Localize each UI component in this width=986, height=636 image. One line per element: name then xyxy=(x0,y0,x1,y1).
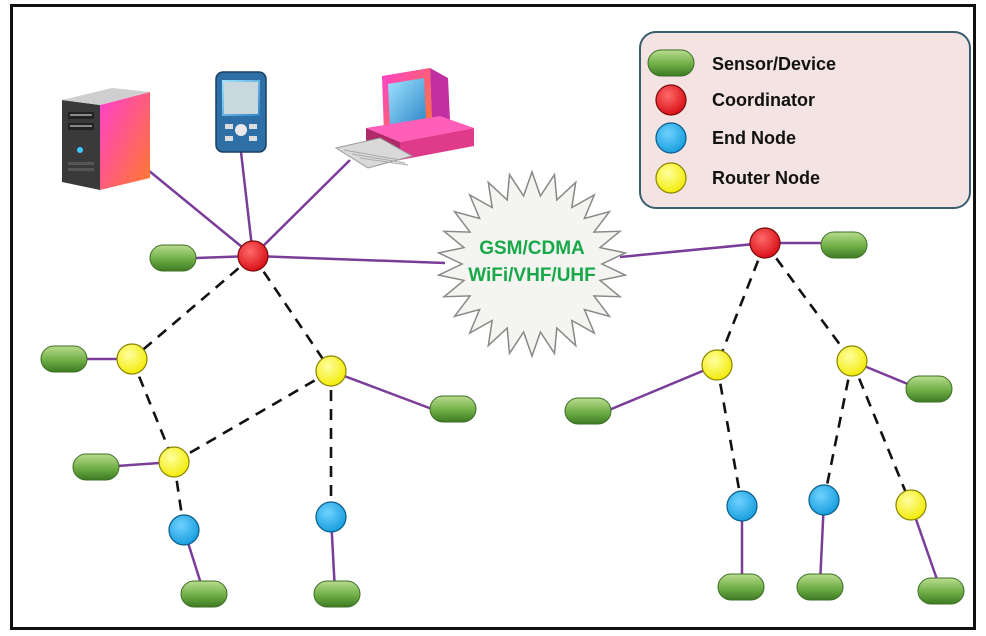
legend: Sensor/Device Coordinator End Node Route… xyxy=(639,31,971,209)
end-node xyxy=(808,484,840,516)
dlink-router-l2-router-l3 xyxy=(173,369,332,464)
link-cloud-right-coordinator xyxy=(619,241,766,259)
link-router-l2-sensor xyxy=(330,369,433,411)
sensor-device xyxy=(820,231,868,259)
end-node xyxy=(315,501,347,533)
router-node xyxy=(116,343,148,375)
sensor-device xyxy=(149,244,197,272)
desktop-computer-icon xyxy=(334,68,474,169)
sensor-device xyxy=(717,573,765,601)
legend-item-router-node: Router Node xyxy=(655,162,820,194)
legend-item-sensor: Sensor/Device xyxy=(647,49,836,77)
router-node xyxy=(158,446,190,478)
end-nodes xyxy=(168,484,840,546)
dlink-right-coordinator-router-r2 xyxy=(763,242,854,362)
coordinator-node xyxy=(749,227,781,259)
dlink-coordinator-router-l2 xyxy=(251,255,333,372)
end-node xyxy=(168,514,200,546)
legend-box xyxy=(639,31,971,209)
sensor-device xyxy=(917,577,965,605)
legend-label-sensor: Sensor/Device xyxy=(712,54,836,74)
dlink-coordinator-router-l1 xyxy=(131,255,254,360)
router-node xyxy=(895,489,927,521)
link-router-r1-sensor xyxy=(608,363,718,412)
router-nodes xyxy=(116,343,927,521)
sensor-device xyxy=(40,345,88,373)
sensor-device xyxy=(313,580,361,608)
legend-coordinator-symbol xyxy=(655,84,687,116)
dlink-right-coordinator-router-r1 xyxy=(715,242,767,366)
server-tower-icon xyxy=(62,88,150,190)
router-node xyxy=(836,345,868,377)
dlink-router-r1-end-r1 xyxy=(715,364,744,507)
cloud-starburst-shape xyxy=(436,169,628,359)
legend-label-end-node: End Node xyxy=(712,128,796,148)
sensor-device xyxy=(180,580,228,608)
legend-item-end-node: End Node xyxy=(655,122,796,154)
router-node xyxy=(315,355,347,387)
sensor-device xyxy=(905,375,953,403)
dlink-router-r2-router-r3 xyxy=(850,360,913,506)
dlink-router-l1-router-l3 xyxy=(130,358,176,463)
sensor-device xyxy=(796,573,844,601)
link-desktop-coordinator xyxy=(252,159,351,257)
coordinator-nodes xyxy=(237,227,781,272)
legend-label-coordinator: Coordinator xyxy=(712,90,815,110)
legend-label-router-node: Router Node xyxy=(712,168,820,188)
link-server-coordinator xyxy=(147,169,254,257)
dashed-links xyxy=(130,242,913,531)
legend-end-node-symbol xyxy=(655,122,687,154)
legend-router-node-symbol xyxy=(655,162,687,194)
cloud-label-line1: GSM/CDMA xyxy=(479,238,585,259)
sensor-device xyxy=(72,453,120,481)
coordinator-node xyxy=(237,240,269,272)
end-node xyxy=(726,490,758,522)
sensor-device xyxy=(564,397,612,425)
cloud-label-line2: WiFi/VHF/UHF xyxy=(468,265,596,286)
network-cloud: GSM/CDMA WiFi/VHF/UHF xyxy=(436,169,628,359)
link-coordinator-cloud xyxy=(252,254,446,265)
pda-icon xyxy=(215,71,267,153)
legend-sensor-symbol xyxy=(647,49,695,77)
sensor-devices xyxy=(40,231,965,608)
router-node xyxy=(701,349,733,381)
link-pda-coordinator xyxy=(239,151,255,257)
legend-item-coordinator: Coordinator xyxy=(655,84,815,116)
sensor-device xyxy=(429,395,477,423)
dlink-router-r2-end-r2 xyxy=(822,360,854,501)
